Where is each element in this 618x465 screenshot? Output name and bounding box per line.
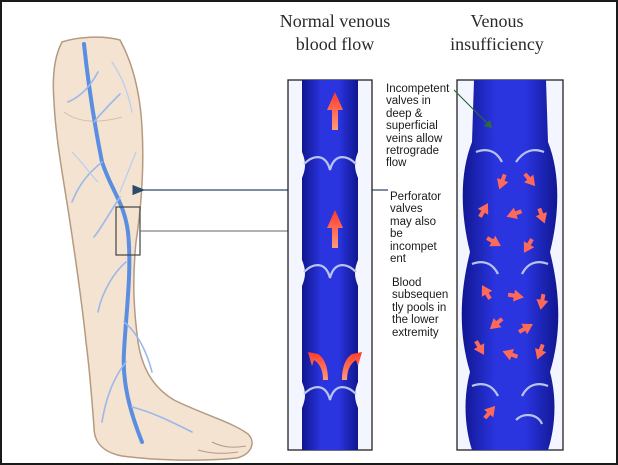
annotation-blood-pooling: Blood subsequen tly pools in the lower e…: [392, 277, 448, 339]
leg-illustration: [53, 37, 252, 460]
leg-outline: [53, 37, 252, 460]
normal-vein-panel: [288, 80, 372, 450]
insufficient-vein-tube: [462, 80, 559, 450]
title-normal-flow: Normal venous blood flow: [270, 10, 400, 56]
annotation-perforator-valves: Perforator valves may also be incompet e…: [390, 191, 441, 265]
annotation-incompetent-valves: Incompetent valves in deep & superficial…: [386, 83, 449, 170]
title-venous-insufficiency-text: Venous insufficiency: [450, 11, 544, 54]
insufficient-vein-panel: [454, 80, 563, 450]
title-venous-insufficiency: Venous insufficiency: [432, 10, 562, 56]
title-normal-flow-text: Normal venous blood flow: [280, 11, 390, 54]
normal-vein-tube: [302, 80, 358, 450]
